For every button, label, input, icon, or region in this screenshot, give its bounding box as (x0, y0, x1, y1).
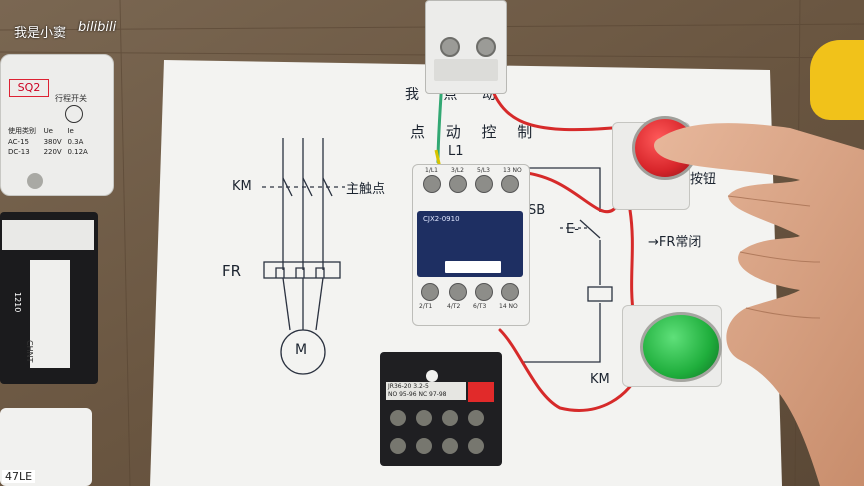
overload-label-line: JR36-20 3.2-5 (388, 383, 429, 390)
screw-icon (468, 438, 484, 454)
bottom-left-label: 47LE (2, 470, 36, 483)
overload-relay: JR36-20 3.2-5 NO 95-96 NC 97-98 (380, 352, 502, 466)
screw-icon (421, 283, 439, 301)
contactor-window (445, 261, 501, 273)
bottom-left-device: 47LE (0, 408, 92, 486)
contactor-bottom-screws (421, 283, 521, 301)
limit-switch-screw (27, 173, 43, 189)
screw-icon (468, 410, 484, 426)
overload-reset-button[interactable] (468, 382, 494, 402)
handwriting-main-contact: 主触点 (346, 182, 386, 197)
overload-label-plate (386, 382, 466, 400)
watermark-logo: bilibili (78, 20, 117, 35)
contactor-top-terminal: 1/L1 (425, 167, 438, 174)
rating-header: Ie (67, 127, 74, 135)
contactor-front-panel: CJX2-0910 (417, 211, 523, 277)
screw-icon (501, 175, 519, 193)
rating-cell: 220V (43, 148, 62, 156)
start-button[interactable] (640, 312, 722, 382)
contactor-bottom-terminal: 14 NO (499, 303, 518, 310)
rating-header: Ue (43, 127, 53, 135)
rating-header: 使用类别 (8, 127, 36, 135)
breaker-screw-right (476, 37, 496, 57)
rating-cell: AC-15 (8, 138, 29, 146)
contactor-top-screws (423, 173, 519, 193)
watermark-channel: 我是小窦 (14, 26, 67, 41)
circuit-breaker (425, 0, 507, 94)
contactor-bottom-terminal: 6/T3 (473, 303, 487, 310)
screw-icon (501, 283, 519, 301)
contactor-bottom-terminal: 4/T2 (447, 303, 461, 310)
yellow-object (810, 40, 864, 120)
screw-icon (390, 410, 406, 426)
screw-icon (416, 438, 432, 454)
handwriting-motor: M (295, 342, 308, 358)
rating-cell: 0.12A (67, 148, 88, 156)
limit-switch-tag: SQ2 (9, 79, 49, 97)
contactor-top-terminal: 13 NO (503, 167, 522, 174)
overload-label-line: NO 95-96 NC 97-98 (388, 391, 447, 398)
left-contactor: CHNT 1210 (0, 212, 98, 384)
ccc-mark (65, 105, 83, 123)
main-contactor: 1/L1 3/L2 5/L3 13 NO CJX2-0910 2/T1 4/T2… (412, 164, 530, 326)
overload-dial-icon[interactable] (426, 370, 438, 382)
rating-cell: 380V (43, 138, 62, 146)
screw-icon (449, 283, 467, 301)
contactor-top-terminal: 5/L3 (477, 167, 490, 174)
screw-icon (475, 283, 493, 301)
handwriting-fr: FR (222, 262, 242, 280)
rating-cell: 0.3A (67, 138, 84, 146)
screw-icon (442, 410, 458, 426)
contactor-top-terminal: 3/L2 (451, 167, 464, 174)
limit-switch: SQ2 行程开关 使用类别 Ue Ie AC-15 380V 0.3A DC-1… (0, 54, 114, 196)
contactor-bottom-terminal: 2/T1 (419, 303, 433, 310)
limit-switch-type: 行程开关 (55, 94, 87, 103)
handwriting-sb: SB (528, 203, 546, 218)
rating-cell: DC-13 (8, 148, 30, 156)
handwriting-fr-note: →FR常闭 (648, 235, 702, 250)
handwriting-button-note: 按钮 (690, 172, 717, 187)
screw-icon (416, 410, 432, 426)
screw-icon (475, 175, 493, 193)
handwriting-e-label: E- (566, 222, 579, 237)
handwriting-km-coil: KM (590, 372, 610, 387)
handwriting-km-main: KM (232, 179, 252, 194)
screw-icon (390, 438, 406, 454)
breaker-screw-left (440, 37, 460, 57)
contactor-brand: CJX2-0910 (423, 215, 460, 223)
limit-switch-ratings: 使用类别 Ue Ie AC-15 380V 0.3A DC-13 220V 0.… (7, 125, 93, 157)
screw-icon (449, 175, 467, 193)
screw-icon (423, 175, 441, 193)
handwriting-l1: L1 (448, 144, 464, 159)
screw-icon (442, 438, 458, 454)
